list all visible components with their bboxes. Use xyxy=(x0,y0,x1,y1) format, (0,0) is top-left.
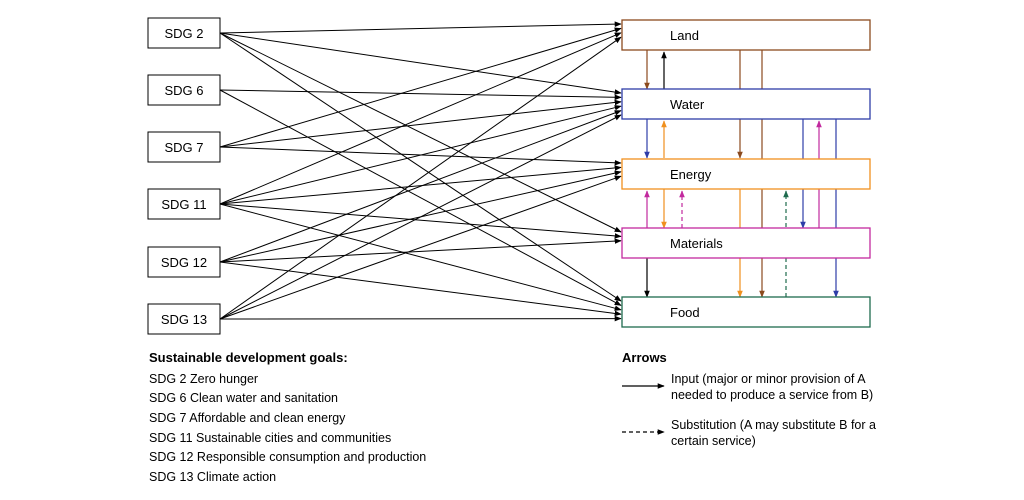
sdg-label: SDG 6 xyxy=(164,83,203,98)
node-label: Materials xyxy=(670,236,723,251)
link-sdg6-to-food xyxy=(219,89,622,306)
sdg-legend-item: SDG 6 Clean water and sanitation xyxy=(149,391,338,405)
node-label: Water xyxy=(670,97,705,112)
sdg-box-sdg13: SDG 13 xyxy=(147,303,221,335)
sdg-label: SDG 2 xyxy=(164,26,203,41)
sdg-legend-title: Sustainable development goals: xyxy=(149,350,348,365)
node-label: Land xyxy=(670,28,699,43)
sdg-label: SDG 11 xyxy=(161,197,206,212)
link-sdg11-to-water xyxy=(219,104,622,205)
link-sdg11-to-energy xyxy=(219,165,622,205)
node-food: Food xyxy=(621,296,871,328)
link-sdg2-to-water xyxy=(219,32,622,95)
sdg-box-sdg2: SDG 2 xyxy=(147,17,221,49)
sdg-box-sdg6: SDG 6 xyxy=(147,74,221,106)
link-sdg13-to-water xyxy=(219,114,622,320)
link-sdg11-to-food xyxy=(219,203,622,311)
sdg-legend-item: SDG 2 Zero hunger xyxy=(149,372,259,386)
sdg-box-sdg7: SDG 7 xyxy=(147,131,221,163)
link-sdg12-to-food xyxy=(219,261,622,317)
node-label: Food xyxy=(670,305,700,320)
node-energy: Energy xyxy=(621,158,871,190)
node-materials: Materials xyxy=(621,227,871,259)
link-sdg2-to-land xyxy=(219,21,622,34)
node-label: Energy xyxy=(670,167,712,182)
link-sdg11-to-materials xyxy=(219,203,622,239)
link-sdg13-to-energy xyxy=(219,175,622,320)
link-sdg2-to-materials xyxy=(219,32,622,233)
sdg-box-sdg12: SDG 12 xyxy=(147,246,221,278)
link-sdg7-to-water xyxy=(219,99,622,148)
sdg-label: SDG 13 xyxy=(161,312,207,327)
legend-substitution-text: Substitution (A may substitute B for a c… xyxy=(671,418,876,448)
sdg-legend-item: SDG 13 Climate action xyxy=(149,470,277,484)
link-sdg13-to-land xyxy=(219,36,622,320)
link-sdg12-to-materials xyxy=(219,238,622,263)
node-land: Land xyxy=(621,19,871,51)
legend-input-text: Input (major or minor provision of A nee… xyxy=(671,372,874,402)
sdg-legend-item: SDG 7 Affordable and clean energy xyxy=(149,411,346,425)
sdg-links xyxy=(219,21,622,322)
link-sdg7-to-land xyxy=(219,27,622,148)
node-water: Water xyxy=(621,88,871,120)
link-sdg6-to-water xyxy=(219,89,622,101)
arrows-legend-title: Arrows xyxy=(622,350,667,365)
link-sdg2-to-food xyxy=(219,32,622,302)
sdg-legend-item: SDG 11 Sustainable cities and communitie… xyxy=(149,431,392,445)
sdg-label: SDG 7 xyxy=(164,140,203,155)
link-sdg11-to-land xyxy=(219,32,622,205)
sdg-label: SDG 12 xyxy=(161,255,207,270)
sdg-box-sdg11: SDG 11 xyxy=(147,188,221,220)
link-sdg12-to-water xyxy=(219,110,622,263)
sdg-legend-item: SDG 12 Responsible consumption and produ… xyxy=(149,450,427,464)
